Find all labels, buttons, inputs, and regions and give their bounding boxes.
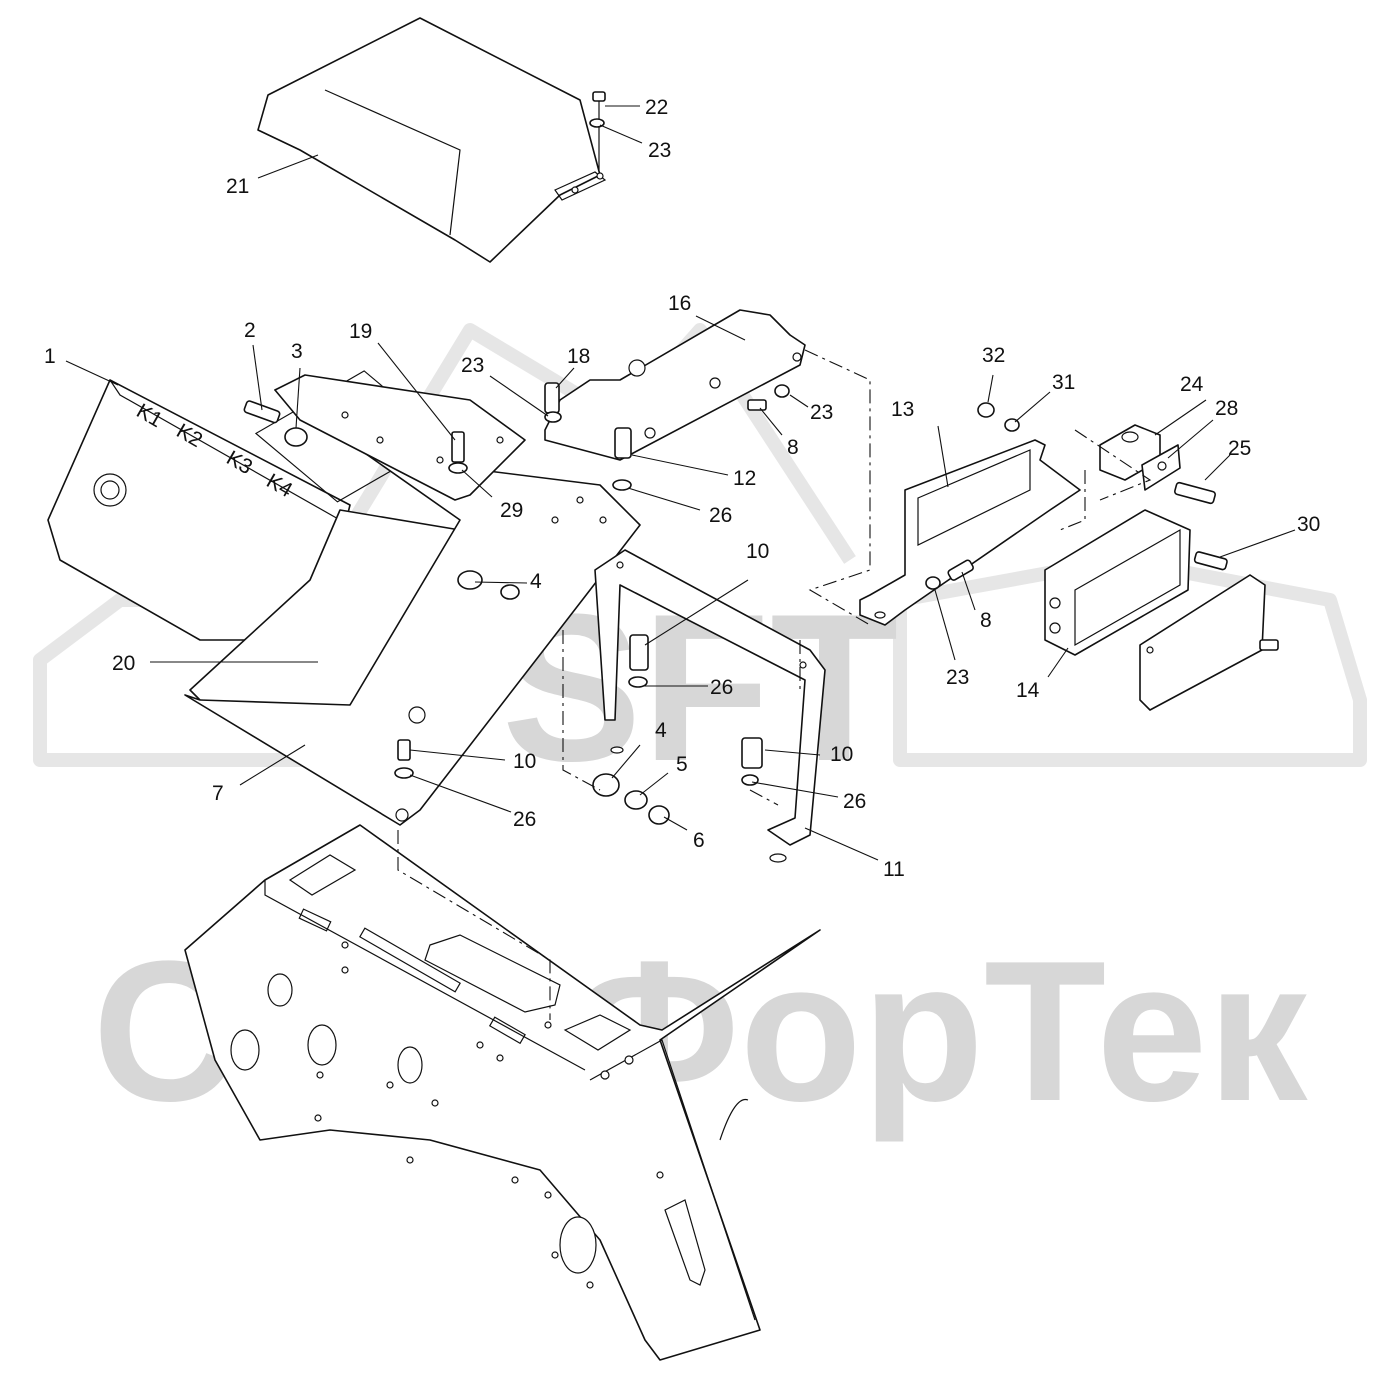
callout-10b: 10 (513, 750, 536, 773)
callout-26d: 26 (843, 790, 866, 813)
callout-18: 18 (567, 345, 590, 368)
callout-8b: 8 (980, 609, 992, 632)
callout-19: 19 (349, 320, 372, 343)
callout-26c: 26 (513, 808, 536, 831)
frame-part-11 (594, 549, 826, 863)
callout-30: 30 (1297, 513, 1320, 536)
leader-lines (65, 105, 1296, 861)
callout-11: 11 (883, 858, 905, 881)
callout-1: 1 (44, 345, 56, 368)
callout-29: 29 (500, 499, 523, 522)
callout-23b: 23 (810, 401, 833, 424)
callout-23d: 23 (648, 139, 671, 162)
callout-10c: 10 (830, 743, 853, 766)
callout-14: 14 (1016, 679, 1040, 702)
callout-6: 6 (693, 829, 705, 852)
callout-10a: 10 (746, 540, 769, 563)
callout-28: 28 (1215, 397, 1238, 420)
callout-5: 5 (676, 753, 688, 776)
assembly-lines (397, 349, 1152, 1020)
callout-23c: 23 (946, 666, 969, 689)
callout-32: 32 (982, 344, 1005, 367)
screw-22 (592, 91, 606, 170)
bracket-part-13 (859, 439, 1081, 626)
callout-26b: 26 (710, 676, 733, 699)
callout-3: 3 (291, 340, 303, 363)
callout-13: 13 (891, 398, 914, 421)
callout-7: 7 (212, 782, 224, 805)
callout-2: 2 (244, 319, 256, 342)
callout-24: 24 (1180, 373, 1204, 396)
fasteners (243, 382, 1279, 825)
callout-labels: 1 2 3 4 4 5 6 7 8 8 10 10 10 11 12 13 14… (44, 96, 1320, 881)
callout-16: 16 (668, 292, 691, 315)
callout-25: 25 (1228, 437, 1251, 460)
callout-31: 31 (1052, 371, 1075, 394)
callout-4a: 4 (530, 570, 542, 593)
callout-23a: 23 (461, 354, 484, 377)
callout-4b: 4 (655, 719, 667, 742)
cover-part-21 (257, 17, 607, 263)
callout-21: 21 (226, 175, 249, 198)
callout-26a: 26 (709, 504, 732, 527)
callout-20: 20 (112, 652, 135, 675)
callout-12: 12 (733, 467, 756, 490)
callout-22: 22 (645, 96, 668, 119)
box-part-14 (1044, 509, 1191, 656)
callout-8a: 8 (787, 436, 799, 459)
machine-frame (184, 824, 821, 1361)
